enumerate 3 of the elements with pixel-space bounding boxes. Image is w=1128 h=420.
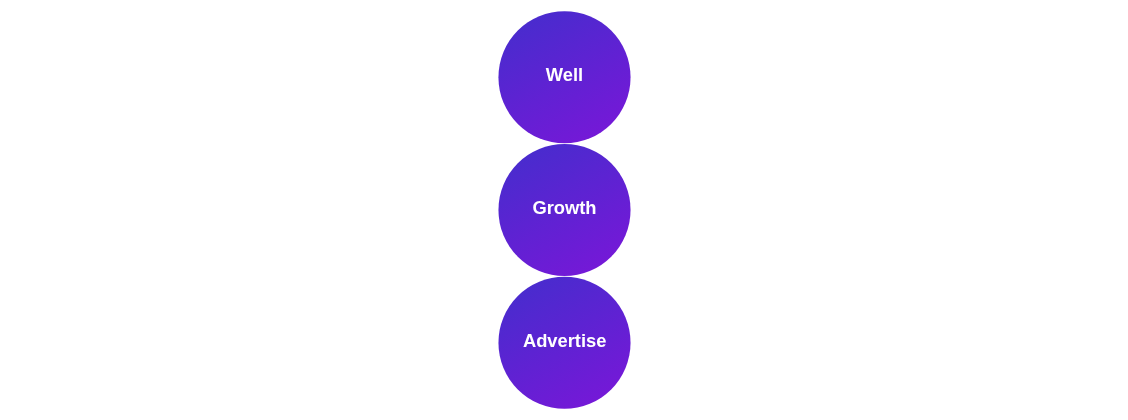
- node-circle: Advertise: [497, 276, 631, 409]
- node-circle: Growth: [497, 143, 631, 277]
- node-circle: Well: [497, 11, 631, 144]
